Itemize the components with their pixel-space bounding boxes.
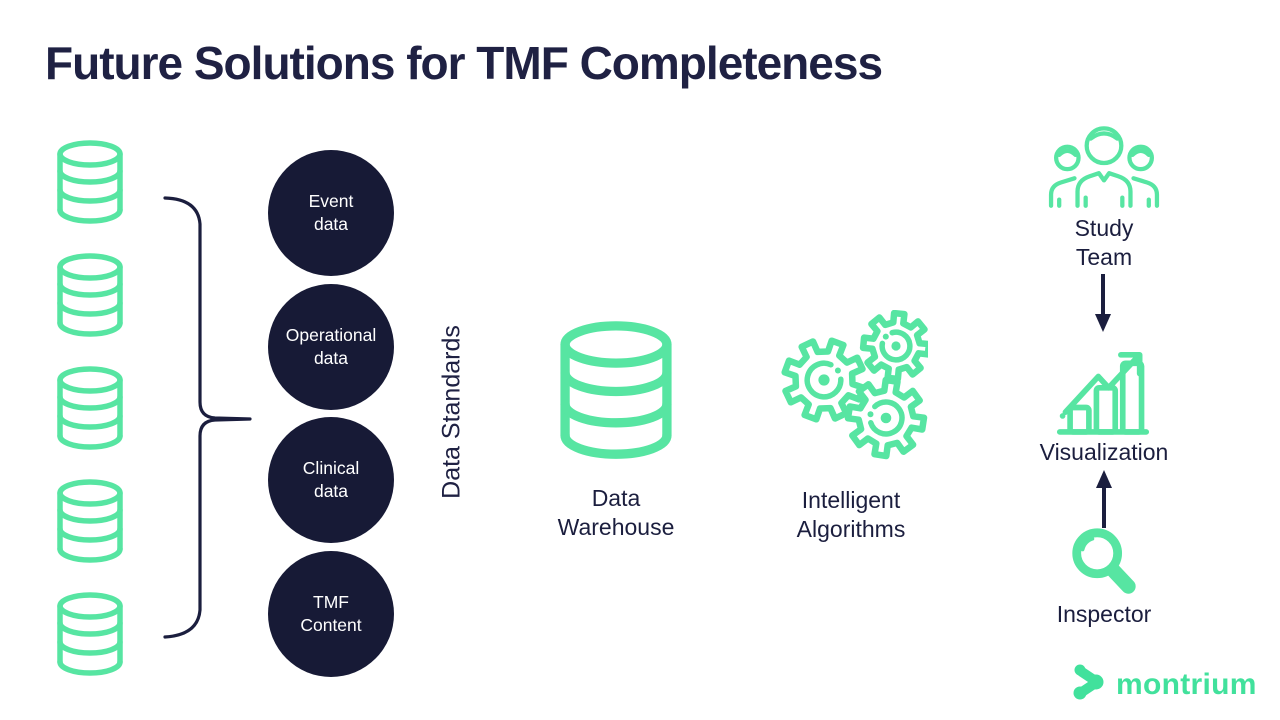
circle-label: Operational data <box>285 324 377 368</box>
database-icon <box>54 140 126 224</box>
trend-bar-chart-icon <box>1056 352 1150 435</box>
database-icon <box>54 253 126 337</box>
visualization-label: Visualization <box>1039 439 1169 465</box>
intelligent-algorithms-label: Intelligent Algorithms <box>796 487 906 543</box>
team-icon <box>1048 126 1160 208</box>
data-warehouse-label: Data Warehouse <box>557 485 675 541</box>
circle-event-data: Event data <box>268 150 394 276</box>
brace-connector <box>163 196 252 639</box>
circle-label: TMF Content <box>300 591 362 635</box>
database-icon <box>54 592 126 676</box>
database-icon <box>54 479 126 563</box>
circle-clinical-data: Clinical data <box>268 417 394 543</box>
circle-label: Clinical data <box>302 457 360 501</box>
circle-operational-data: Operational data <box>268 284 394 410</box>
arrow-down-icon <box>1095 274 1111 332</box>
database-icon <box>54 366 126 450</box>
magnifier-icon <box>1072 528 1136 594</box>
circle-label: Event data <box>308 190 354 234</box>
circle-tmf-content: TMF Content <box>268 551 394 677</box>
database-icon <box>560 321 672 459</box>
page-title: Future Solutions for TMF Completeness <box>45 37 883 89</box>
montrium-wordmark: montrium <box>1116 668 1257 701</box>
study-team-label: Study Team <box>1074 215 1134 271</box>
inspector-label: Inspector <box>1056 601 1152 627</box>
arrow-up-icon <box>1096 470 1112 528</box>
data-standards-label: Data Standards <box>437 325 466 499</box>
montrium-mark-icon <box>1073 664 1104 700</box>
gears-icon <box>781 310 928 460</box>
